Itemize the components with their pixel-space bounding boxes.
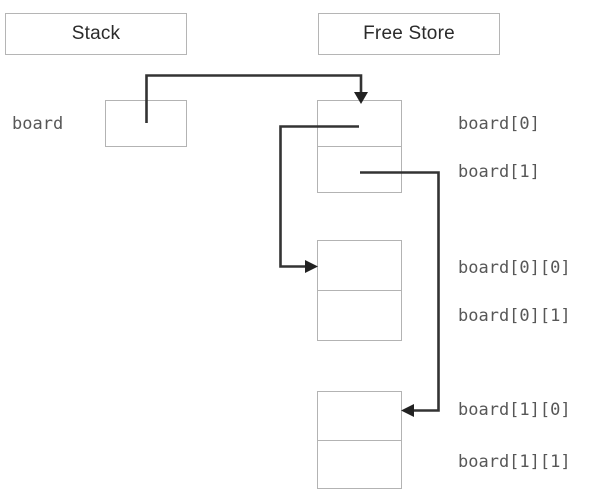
label-board-1-0: board[1][0]: [458, 400, 571, 420]
stack-region-title: Stack: [71, 23, 121, 44]
array-slot-board-1: [318, 146, 401, 192]
label-board-1: board[1]: [458, 162, 540, 182]
array-slot-board-0-1: [318, 290, 401, 340]
stack-variable-label: board: [12, 114, 64, 134]
free-store-region-title: Free Store: [363, 23, 455, 44]
row1-array-box: [317, 391, 402, 489]
label-board-0-0: board[0][0]: [458, 258, 571, 278]
array-slot-board-1-1: [318, 439, 401, 489]
array-slot-board-0-0: [318, 241, 401, 290]
pointer-array-box: [317, 100, 402, 193]
stack-region-header: Stack: [5, 13, 187, 55]
label-board-1-1: board[1][1]: [458, 452, 571, 472]
array-slot-board-0: [318, 101, 401, 146]
label-board-0: board[0]: [458, 114, 540, 134]
row0-array-box: [317, 240, 402, 341]
free-store-region-header: Free Store: [318, 13, 500, 55]
label-board-0-1: board[0][1]: [458, 306, 571, 326]
stack-variable-box: [105, 100, 187, 147]
array-slot-board-1-0: [318, 392, 401, 440]
